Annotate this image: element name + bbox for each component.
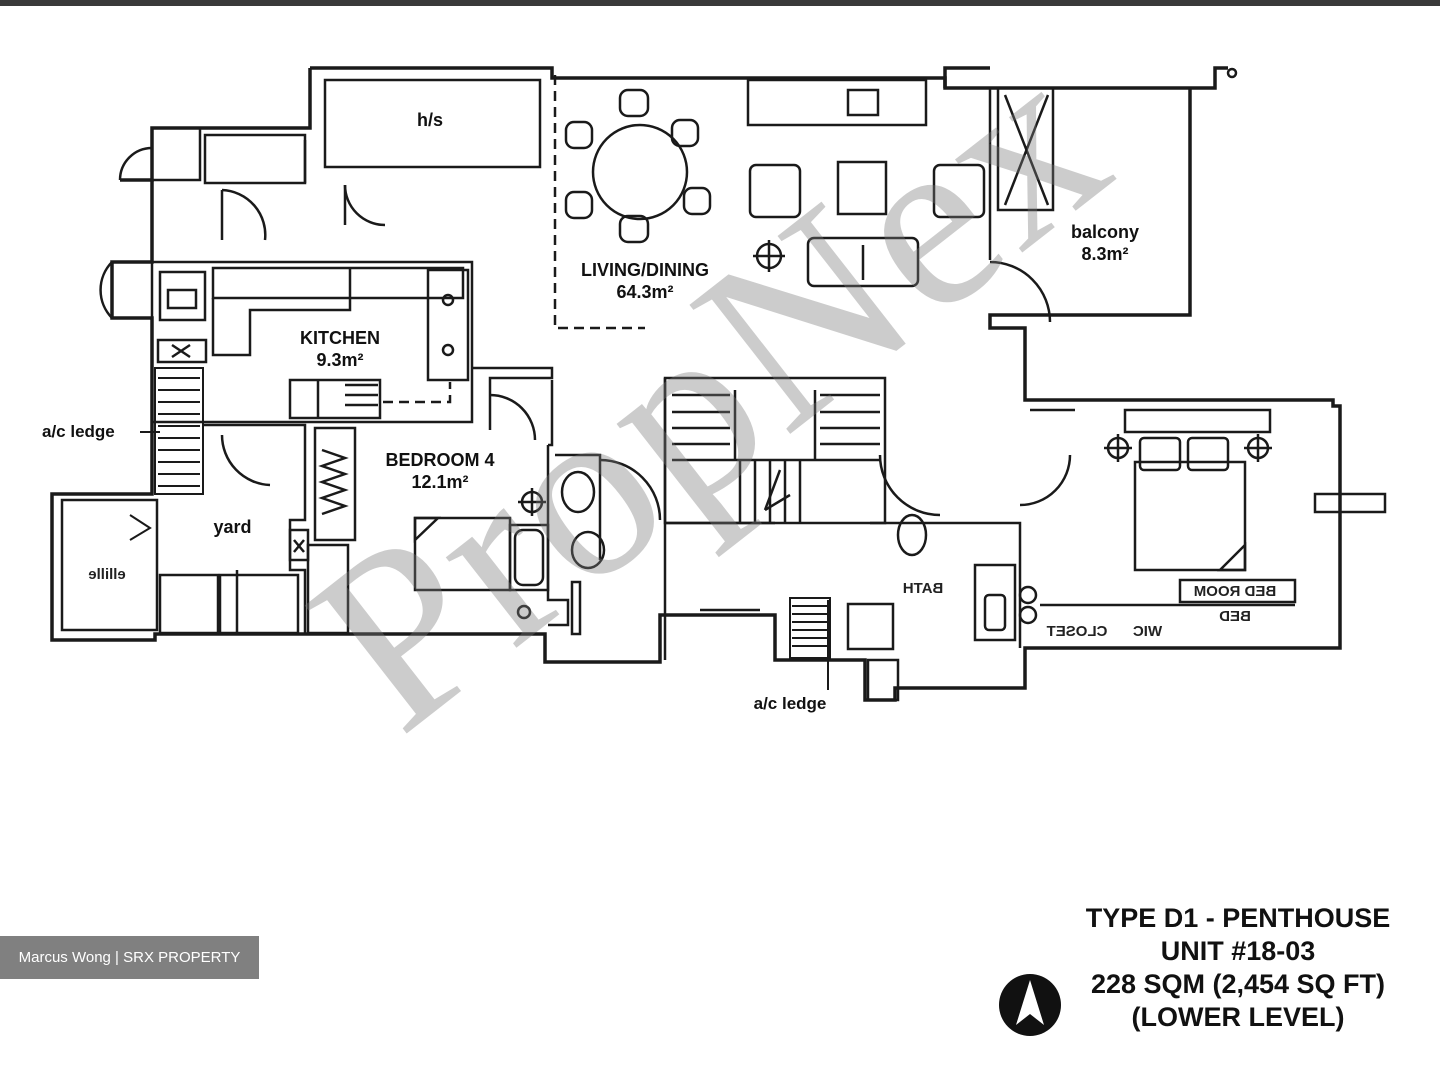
- kitchen-label: KITCHEN 9.3m²: [275, 328, 405, 371]
- master-bedroom-label: BED ROOM: [1193, 583, 1277, 600]
- staircase: [663, 376, 887, 660]
- ac-ledge-left-grille: [154, 367, 204, 495]
- unit-size: 228 SQM (2,454 SQ FT): [1090, 969, 1386, 999]
- common-bath-1: [546, 380, 662, 636]
- unit-number: UNIT #18-03: [1160, 936, 1316, 966]
- ac-ledge-bottom-label: a/c ledge: [753, 694, 827, 713]
- bedroom4-bed: [413, 488, 550, 620]
- ac-ledge-left-leader: [140, 431, 160, 433]
- wc-label: ellille: [88, 566, 126, 583]
- closet-right-label: WIC: [1132, 623, 1163, 640]
- balcony-name: balcony: [1070, 222, 1140, 242]
- living-dining-name: LIVING/DINING: [580, 260, 709, 280]
- kitchen-name: KITCHEN: [300, 328, 380, 348]
- north-arrow-icon: [999, 974, 1061, 1036]
- hs-label: h/s: [416, 110, 443, 130]
- ac-ledge-left-label: a/c ledge: [42, 422, 115, 441]
- balcony-area: 8.3m²: [1081, 243, 1129, 264]
- top-border: [0, 0, 1440, 6]
- agent-credit-badge: Marcus Wong | SRX PROPERTY: [0, 936, 259, 979]
- yard-label: yard: [213, 517, 252, 537]
- ac-ledge-bottom-grille: [789, 597, 831, 690]
- master-bath-label: BATH: [902, 580, 944, 597]
- balcony-outline: [988, 67, 1238, 323]
- master-bath: [846, 454, 1038, 702]
- living-dining-furniture: [553, 75, 986, 330]
- unit-level: (LOWER LEVEL): [1131, 1002, 1345, 1032]
- unit-type: TYPE D1 - PENTHOUSE: [1085, 903, 1391, 933]
- bedroom4-wardrobe: [306, 426, 357, 635]
- bedroom4-area: 12.1m²: [411, 471, 469, 492]
- closet-left-label: CLOSET: [1046, 623, 1108, 640]
- bedroom4-name: BEDROOM 4: [385, 450, 495, 470]
- hs-storage-outline: [323, 78, 542, 169]
- kitchen-area: 9.3m²: [316, 349, 364, 370]
- kitchen-walls: [150, 260, 554, 441]
- living-dining-label: LIVING/DINING 64.3m²: [560, 260, 730, 303]
- bed-label: BED: [1219, 608, 1251, 625]
- living-dining-area: 64.3m²: [616, 281, 674, 302]
- bedroom4-label: BEDROOM 4 12.1m²: [365, 450, 515, 493]
- master-bedroom-furniture: [1019, 408, 1387, 607]
- unit-info-block: TYPE D1 - PENTHOUSE UNIT #18-03 228 SQM …: [1060, 902, 1416, 1034]
- balcony-label: balcony 8.3m²: [1055, 222, 1155, 265]
